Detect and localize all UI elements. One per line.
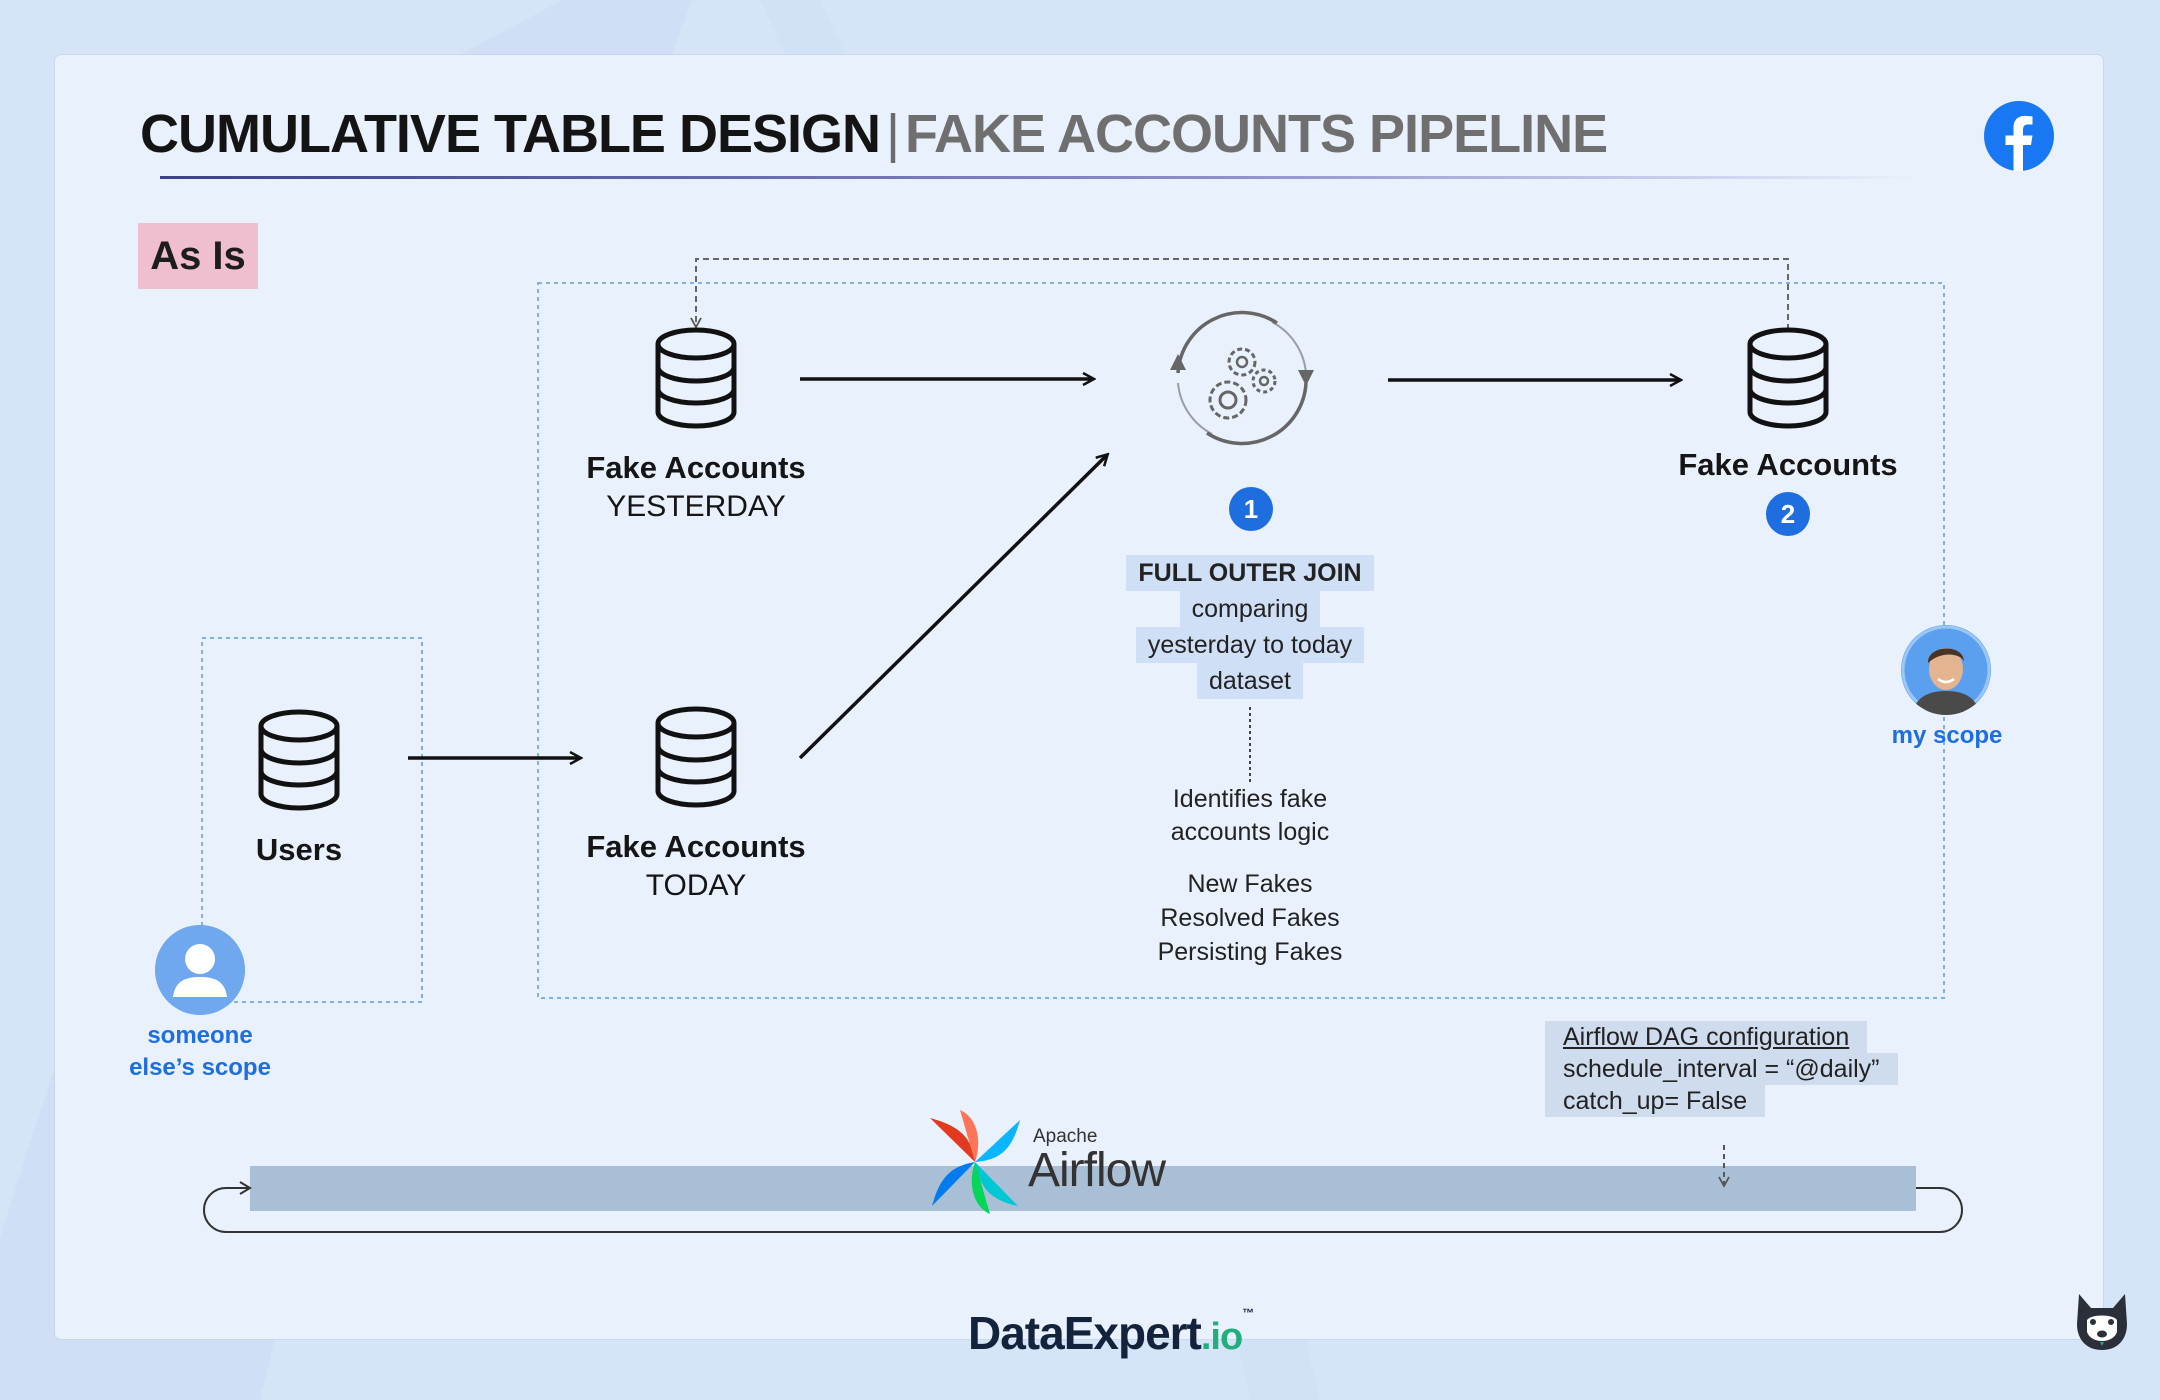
apache-label: Apache: [1033, 1126, 1098, 1147]
join-description: FULL OUTER JOIN comparing yesterday to t…: [1100, 555, 1400, 699]
airflow-schedule: schedule_interval = “@daily”: [1545, 1053, 1898, 1085]
yesterday-label: Fake Accounts: [586, 450, 806, 485]
footer-tm: ™: [1242, 1306, 1254, 1320]
timeline-loop: [203, 1187, 1963, 1233]
airflow-logo-icon: [930, 1110, 1020, 1214]
my-avatar: [1901, 625, 1991, 715]
logic-line-1: Identifies fake: [1172, 785, 1328, 813]
facebook-icon: [1984, 101, 2054, 171]
as-is-tag: As Is: [138, 223, 258, 289]
users-label: Users: [255, 832, 343, 867]
outcome-new: New Fakes: [1187, 870, 1313, 898]
title-main: CUMULATIVE TABLE DESIGN: [140, 104, 881, 164]
join-line-2: comparing: [1179, 591, 1321, 627]
other-scope-label: someone else’s scope: [110, 1020, 290, 1084]
footer-brand-suffix: .io: [1200, 1316, 1243, 1358]
today-sublabel: TODAY: [645, 869, 747, 902]
output-badge: 2: [1766, 492, 1810, 536]
title-separator: |: [886, 104, 900, 164]
my-scope-label: my scope: [1891, 722, 2003, 749]
join-line-3: yesterday to today: [1135, 627, 1365, 663]
yesterday-sublabel: YESTERDAY: [606, 490, 786, 523]
logic-description: Identifies fake accounts logic: [1100, 783, 1400, 849]
database-icon-output: [1750, 330, 1826, 426]
arrow-today-to-process: [798, 455, 1107, 760]
page-title: CUMULATIVE TABLE DESIGN|FAKE ACCOUNTS PI…: [140, 103, 1608, 165]
gears-cycle-icon: [1170, 310, 1314, 446]
today-label: Fake Accounts: [586, 829, 806, 864]
database-icon-users: [261, 712, 337, 808]
database-icon-yesterday: [658, 330, 734, 426]
airflow-catchup: catch_up= False: [1545, 1085, 1766, 1117]
join-line-1: FULL OUTER JOIN: [1126, 555, 1374, 591]
feedback-loop: [690, 258, 1789, 330]
join-line-4: dataset: [1196, 663, 1303, 699]
husky-mascot-icon: [2077, 1294, 2127, 1350]
output-label: Fake Accounts: [1678, 447, 1898, 482]
user-avatar-icon: [155, 925, 245, 1015]
airflow-wordmark: Airflow: [1028, 1144, 1166, 1197]
process-badge: 1: [1229, 487, 1273, 531]
airflow-config-title: Airflow DAG configuration: [1545, 1021, 1868, 1053]
title-underline: [160, 176, 1920, 179]
outcome-persisting: Persisting Fakes: [1157, 938, 1343, 966]
other-scope-box: [201, 637, 423, 1003]
timeline-bar: [250, 1166, 1916, 1211]
outcome-resolved: Resolved Fakes: [1160, 904, 1340, 932]
footer-brand: DataExpert: [968, 1307, 1202, 1359]
airflow-config: Airflow DAG configuration schedule_inter…: [1545, 1021, 1898, 1117]
database-icon-today: [658, 709, 734, 805]
content-card: [55, 55, 2103, 1339]
other-scope-line-2: else’s scope: [129, 1054, 271, 1081]
dataexpert-logo: DataExpert.io™: [968, 1306, 1254, 1360]
other-scope-line-1: someone: [147, 1022, 253, 1049]
title-sub: FAKE ACCOUNTS PIPELINE: [905, 104, 1608, 164]
outcomes-list: New Fakes Resolved Fakes Persisting Fake…: [1100, 867, 1400, 969]
logic-line-2: accounts logic: [1170, 818, 1330, 846]
